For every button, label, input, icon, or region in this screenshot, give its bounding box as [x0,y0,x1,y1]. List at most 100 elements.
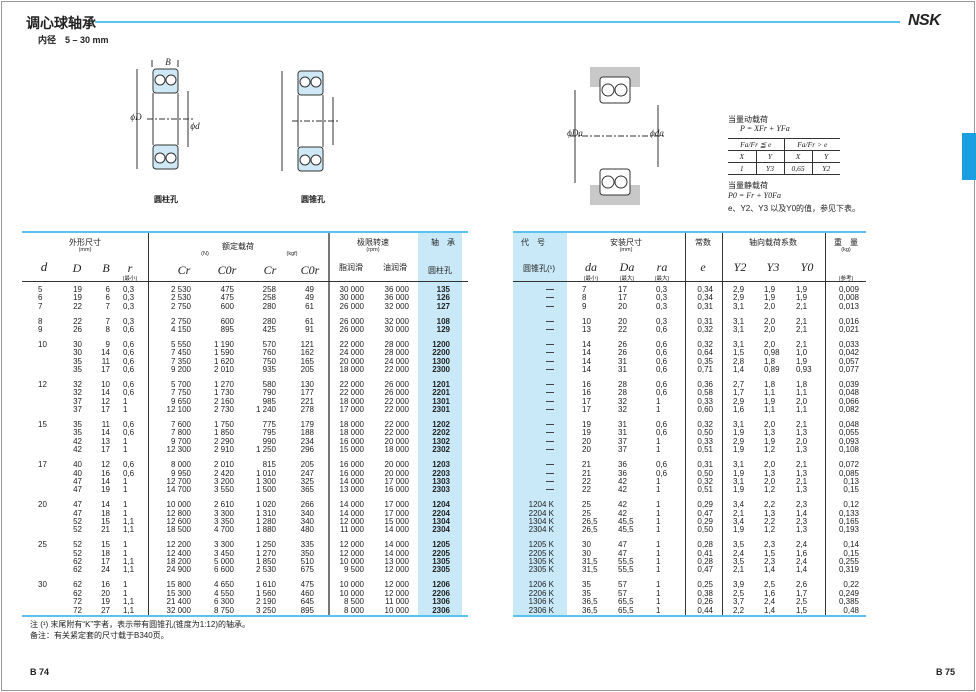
cell-e: 0,25 [697,580,713,590]
cell-weight: 0,077 [838,365,859,375]
header-axial-load-factors: 轴向载荷系数 [749,238,797,247]
y-header: Y [755,150,784,163]
header-tapered-bore: 圆锥孔(¹) [523,264,555,273]
cell-speed-oil: 17 000 [384,500,409,510]
cell-ra-max: 1 [656,476,661,486]
cell-outer-d: 42 [73,445,82,455]
cell-bearing-number: 2203 [432,468,450,478]
cell-width-b: 14 [101,388,110,398]
cell-bearing-number: 2201 [432,388,450,398]
cell-c0r-kgf: 61 [305,301,314,311]
cell-y2: 1,9 [733,445,745,455]
cell-cr-kgf: 1 850 [255,557,276,567]
cell-weight: 0,165 [838,516,859,526]
cell-chamfer-r: 0,6 [123,420,135,430]
cell-c0r-kgf: 278 [300,405,314,415]
cell-weight: 0,066 [838,396,859,406]
cell-y3: 1,3 [764,428,776,438]
cell-e: 0,50 [697,525,713,535]
static-load-equation: P0 = Fr + Y0Fa [728,191,782,200]
cell-y0: 2,1 [796,476,808,486]
cell-c0r-kgf: 350 [300,548,314,558]
cell-da-min: 13 [582,325,591,335]
cell-y2: 3,5 [733,540,745,550]
cell-cr-n: 14 700 [166,485,191,495]
cell-tapered-bore-number: — [546,396,554,406]
cell-outer-d: 26 [73,325,82,335]
header-r: r [127,261,133,275]
cell-chamfer-r: 0,6 [123,428,135,438]
cell-y0: 1,3 [796,468,808,478]
cell-chamfer-r: 0,3 [123,293,135,303]
cell-tapered-bore-number: — [546,365,554,375]
header-unit: (kgf) [286,251,298,257]
shaft-diameter-label: ϕda [650,128,664,138]
cell-y2: 3,1 [733,325,745,335]
cell-e: 0,33 [697,396,713,406]
cell-y0: 2,5 [796,597,808,607]
header-y3: Y3 [766,260,780,274]
cell-y3: 1,5 [764,548,776,558]
cell-tapered-bore-number: — [546,285,554,294]
x-header: X [728,150,756,163]
header-unit: (mm) [78,247,92,253]
cell-da-min: 16 [582,380,591,390]
cell-speed-oil: 12 000 [384,565,409,575]
cell-y0: 2,0 [796,436,808,446]
cell-outer-d: 19 [73,285,82,294]
cell-c0r-kgf: 234 [300,436,314,446]
cell-speed-oil: 18 000 [384,445,409,455]
cell-y3: 1,9 [764,396,776,406]
cell-cr-kgf: 1 010 [255,468,276,478]
remark: 备注：有关紧定套的尺寸载于B340页。 [30,631,169,640]
header-unit: (kg) [841,247,851,253]
cell-c0r-n: 600 [220,316,234,326]
cell-outer-d: 52 [73,516,82,526]
cell-bearing-number: 1204 [432,500,450,510]
cell-weight: 0,085 [838,468,859,478]
cell-weight: 0,048 [838,388,859,398]
cell-speed-grease: 22 000 [339,388,364,398]
cell-speed-oil: 32 000 [384,301,409,311]
x-header: X [783,150,812,163]
cell-d: 12 [38,380,47,390]
cell-ra-max: 0,6 [656,325,668,335]
cell-chamfer-r: 0,3 [123,285,135,294]
cell-speed-grease: 10 000 [339,580,364,590]
cell-speed-oil: 24 000 [384,356,409,366]
cell-c0r-n: 600 [220,301,234,311]
cell-Da-max: 20 [618,301,627,311]
cell-cr-kgf: 2 530 [255,565,276,575]
condition-low: Fa/Fr ≦ e [728,138,784,151]
cell-outer-d: 37 [73,405,82,415]
cell-y3: 1,3 [764,508,776,518]
cell-width-b: 12 [101,396,110,406]
cell-speed-grease: 16 000 [339,436,364,446]
cell-outer-d: 52 [73,525,82,535]
cell-ra-max: 0,6 [656,365,668,375]
header-y2: Y2 [733,260,747,274]
cell-width-b: 14 [101,428,110,438]
header-d: d [40,259,48,274]
cell-c0r-n: 2 910 [213,445,234,455]
cell-bearing-number: 1305 [432,557,450,567]
cell-cr-kgf: 935 [262,365,276,375]
cell-bearing-number: 108 [436,316,450,326]
cell-chamfer-r: 1 [123,436,128,446]
cell-speed-grease: 11 000 [340,525,364,535]
cell-weight: 0,016 [838,316,859,326]
